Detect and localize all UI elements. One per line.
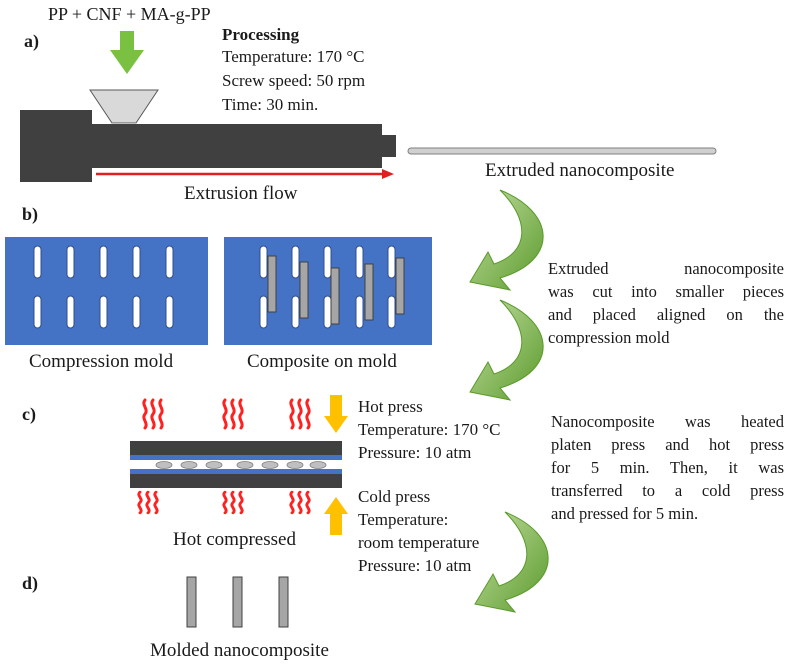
heat-wave-bottom-2 — [222, 490, 244, 515]
heat-wave-top-2 — [222, 398, 244, 430]
curved-arrow-2 — [469, 299, 544, 401]
heat-wave-top-3 — [289, 398, 311, 430]
composite-on-mold — [224, 237, 432, 345]
section-c-description-line-1: Nanocomposite was heated — [551, 412, 784, 431]
panel-label-b: b) — [22, 204, 39, 224]
hot-press-title: Hot press — [358, 397, 423, 416]
hopper — [89, 89, 159, 124]
section-b-description-line-1: Extruded nanocomposite — [548, 259, 784, 278]
section-b-description-line-3: and placed aligned on the — [548, 305, 784, 324]
extruder-motor — [20, 110, 92, 182]
extrusion-flow-arrow — [96, 169, 394, 179]
section-b-description: Extruded nanocomposite was cut into smal… — [548, 257, 784, 349]
composite-on-mold-label: Composite on mold — [247, 351, 397, 372]
cold-press-arrow — [324, 497, 348, 535]
panel-label-a: a) — [24, 31, 39, 51]
cold-press-temperature: Temperature: — [358, 510, 449, 529]
curved-arrow-1 — [469, 189, 544, 291]
extruder-die — [382, 135, 396, 157]
compression-mold-label: Compression mold — [29, 351, 174, 372]
feed-arrow — [110, 31, 144, 74]
processing-time: Time: 30 min. — [222, 95, 319, 114]
heat-wave-bottom-1 — [137, 490, 159, 515]
hot-compressed-label: Hot compressed — [173, 529, 296, 550]
section-c-description-line-4: transferred to a cold press — [551, 481, 784, 500]
materials-label: PP + CNF + MA-g-PP — [48, 4, 211, 24]
cold-press-pressure: Pressure: 10 atm — [358, 556, 472, 575]
section-b-description-line-4: compression mold — [548, 328, 670, 347]
molded-nanocomposite-label: Molded nanocomposite — [150, 640, 329, 661]
processing-temperature: Temperature: 170 °C — [222, 47, 365, 66]
section-b-description-line-2: was cut into smaller pieces — [548, 282, 784, 301]
molded-specimens — [186, 576, 289, 628]
section-c-description: Nanocomposite was heated platen press an… — [551, 410, 784, 525]
curved-arrow-3 — [474, 511, 549, 613]
section-c-description-line-3: for 5 min. Then, it was — [551, 458, 784, 477]
extruded-nanocomposite-label: Extruded nanocomposite — [485, 160, 675, 181]
compression-mold — [5, 237, 208, 345]
section-c-description-line-2: platen press and hot press — [551, 435, 784, 454]
cold-press-temperature-value: room temperature — [358, 533, 480, 552]
extruded-filament — [407, 147, 717, 155]
processing-title: Processing — [222, 25, 300, 44]
extruder-barrel — [92, 124, 382, 168]
panel-label-d: d) — [22, 573, 39, 593]
hot-press-arrow — [324, 395, 348, 433]
hot-press-temperature: Temperature: 170 °C — [358, 420, 501, 439]
heat-wave-top-1 — [142, 398, 164, 430]
heat-wave-bottom-3 — [289, 490, 311, 515]
extrusion-flow-label: Extrusion flow — [184, 183, 298, 204]
press-stack — [130, 441, 342, 488]
panel-label-c: c) — [22, 404, 36, 424]
processing-screw-speed: Screw speed: 50 rpm — [222, 71, 366, 90]
section-c-description-line-5: and pressed for 5 min. — [551, 504, 699, 523]
cold-press-title: Cold press — [358, 487, 431, 506]
hot-press-pressure: Pressure: 10 atm — [358, 443, 472, 462]
